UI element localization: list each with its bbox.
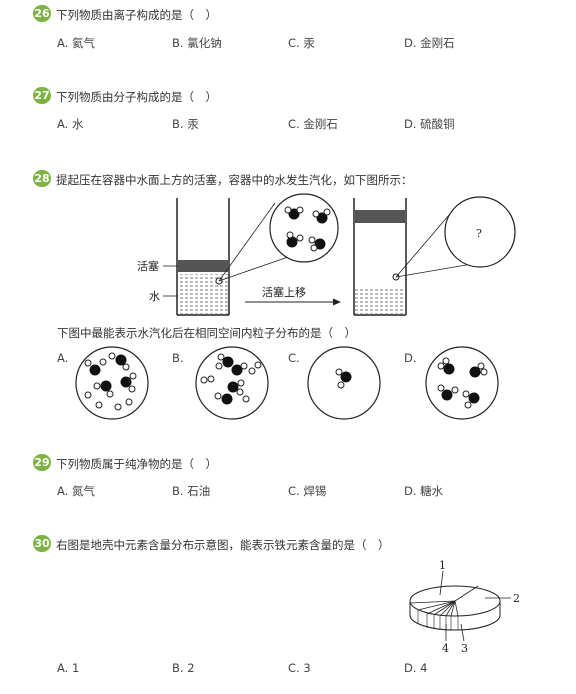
option-c[interactable]: C. xyxy=(288,351,300,365)
option-a[interactable]: A. xyxy=(57,351,69,365)
option-b[interactable]: B. 氯化钠 xyxy=(172,36,222,50)
question-substem: 下图中最能表示水汽化后在相同空间内粒子分布的是（ ） xyxy=(57,326,356,340)
piston xyxy=(355,210,405,223)
option-b[interactable]: B. 石油 xyxy=(172,484,211,498)
option-d[interactable]: D. xyxy=(404,351,417,365)
option-d[interactable]: D. 金刚石 xyxy=(404,36,455,50)
magnified-view-before xyxy=(269,193,339,263)
container-after xyxy=(353,198,407,316)
water-molecules xyxy=(284,206,331,252)
option-a[interactable]: A. 1 xyxy=(57,661,80,675)
option-figure-d[interactable] xyxy=(425,346,499,420)
question-number: 28 xyxy=(33,170,51,187)
question-number: 26 xyxy=(33,5,51,22)
arrow-label: 活塞上移 xyxy=(262,285,306,299)
option-a[interactable]: A. 水 xyxy=(57,117,84,131)
option-d[interactable]: D. 硫酸铜 xyxy=(404,117,455,131)
magnified-view-after xyxy=(444,196,516,268)
water-label: 水 xyxy=(149,290,160,303)
question-stem: 下列物质由离子构成的是（ ） xyxy=(56,8,217,22)
piston-label: 活塞 xyxy=(137,259,159,273)
option-c[interactable]: C. 金刚石 xyxy=(288,117,338,131)
option-figure-a[interactable] xyxy=(75,346,149,420)
pie-label-3: 3 xyxy=(461,642,468,655)
option-a[interactable]: A. 氦气 xyxy=(57,36,95,50)
question-number: 29 xyxy=(33,454,51,471)
question-number: 27 xyxy=(33,87,51,104)
piston xyxy=(178,260,228,272)
question-stem: 下列物质由分子构成的是（ ） xyxy=(56,90,217,104)
option-c[interactable]: C. 焊锡 xyxy=(288,484,327,498)
container-before xyxy=(176,198,230,316)
question-stem: 提起压在容器中水面上方的活塞，容器中的水发生汽化，如下图所示： xyxy=(56,173,413,187)
option-b[interactable]: B. 2 xyxy=(172,661,195,675)
pie-label-2: 2 xyxy=(513,592,520,605)
option-a[interactable]: A. 氮气 xyxy=(57,484,95,498)
option-d[interactable]: D. 糖水 xyxy=(404,484,444,498)
option-figure-b[interactable] xyxy=(195,346,269,420)
water xyxy=(355,288,405,314)
option-c[interactable]: C. 汞 xyxy=(288,36,315,50)
crust-element-pie: 1 2 4 3 xyxy=(409,559,520,655)
option-c[interactable]: C. 3 xyxy=(288,661,311,675)
question-stem: 下列物质属于纯净物的是（ ） xyxy=(56,457,217,471)
pie-label-4: 4 xyxy=(442,642,449,655)
question-mark: ? xyxy=(476,227,482,240)
option-d[interactable]: D. 4 xyxy=(404,661,428,675)
pie-label-1: 1 xyxy=(439,559,446,572)
option-b[interactable]: B. 汞 xyxy=(172,117,199,131)
question-number: 30 xyxy=(33,535,51,552)
option-b[interactable]: B. xyxy=(172,351,184,365)
option-figure-c[interactable] xyxy=(307,346,381,420)
question-stem: 右图是地壳中元素含量分布示意图，能表示铁元素含量的是（ ） xyxy=(56,538,390,552)
